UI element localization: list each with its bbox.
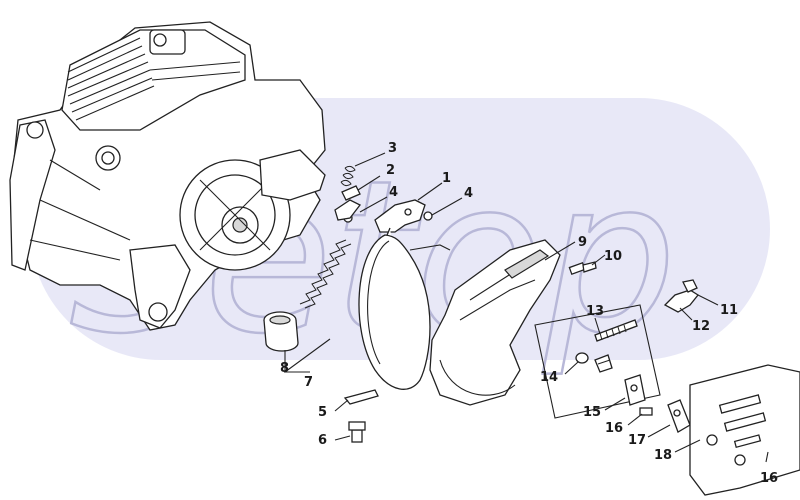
engine-assembly [9, 21, 326, 331]
callout-16-right: 16 [760, 471, 778, 486]
part-1-brake-lever [374, 199, 426, 243]
part-6-screw [348, 421, 366, 443]
callout-6: 6 [318, 433, 327, 448]
callout-4-left: 4 [389, 185, 398, 200]
part-2-pin [341, 185, 361, 201]
cylinder-fins [61, 29, 246, 131]
callout-1: 1 [442, 171, 451, 186]
callout-15: 15 [583, 405, 601, 420]
callout-12: 12 [692, 319, 710, 334]
callout-7: 7 [304, 375, 313, 390]
part-4-washer-right [423, 211, 433, 221]
callout-10: 10 [604, 249, 622, 264]
callout-2: 2 [386, 163, 395, 178]
callout-14: 14 [540, 370, 558, 385]
sub-assembly-frame [534, 304, 661, 419]
callout-11: 11 [720, 303, 738, 318]
callout-5: 5 [318, 405, 327, 420]
callout-8: 8 [280, 361, 289, 376]
part-8-bushing [263, 311, 299, 352]
part-13-adjuster-screw [594, 319, 638, 342]
part-18-guide-plate [689, 364, 800, 496]
callout-16-middle: 16 [605, 421, 623, 436]
part-16-screw-middle [639, 407, 653, 416]
part-9-brake-housing [429, 239, 561, 406]
leader-lines [284, 152, 769, 463]
callout-3: 3 [388, 141, 397, 156]
callout-17: 17 [628, 433, 646, 448]
callout-9: 9 [578, 235, 587, 250]
part-14-o-ring [575, 352, 589, 364]
callout-labels: 3 2 4 1 4 5 6 7 8 9 10 11 12 13 14 15 16… [280, 141, 778, 486]
part-3-spring [340, 165, 356, 187]
callout-13: 13 [586, 304, 604, 319]
callout-4-right: 4 [464, 186, 473, 201]
part-14-nut [594, 354, 613, 373]
part-17-clip [667, 399, 691, 433]
brake-spring [299, 239, 352, 309]
part-2-bracket [334, 199, 361, 221]
part-15-plate [624, 374, 646, 406]
brake-band [358, 234, 451, 390]
part-5-clip [343, 389, 379, 405]
callout-18: 18 [654, 448, 672, 463]
